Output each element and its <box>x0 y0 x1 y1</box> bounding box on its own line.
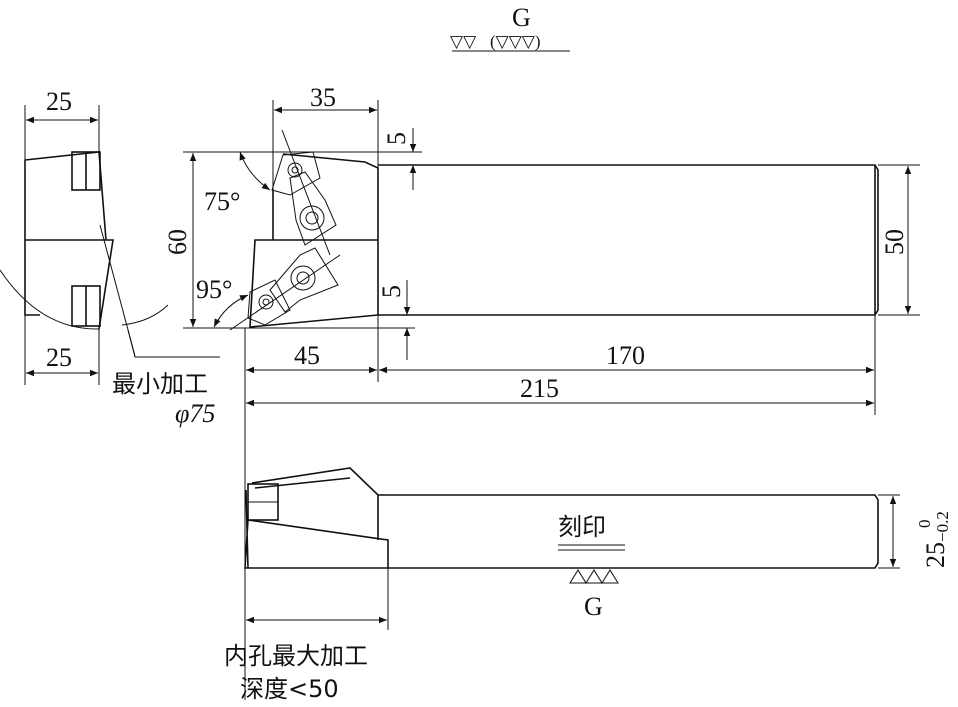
dim-5-bottom: 5 <box>377 285 406 298</box>
dim-45: 45 <box>294 341 320 370</box>
note-max-depth: 内孔最大加工 <box>224 642 368 670</box>
angle-95: 95° <box>196 275 232 304</box>
dim-35: 35 <box>310 83 336 112</box>
tolerance-lower: −0.2 <box>933 511 952 542</box>
dim-25-thickness: 25 <box>921 542 950 568</box>
tolerance-upper: 0 <box>915 520 934 529</box>
dim-60: 60 <box>163 229 192 255</box>
engraving-label: 刻印 <box>558 513 606 541</box>
dim-215: 215 <box>520 374 559 403</box>
surface-finish-symbol: G ▽▽ (▽▽▽) <box>450 3 570 52</box>
dim-side-bottom: 25 <box>46 343 72 372</box>
dim-50: 50 <box>880 229 909 255</box>
surface-label: G <box>512 3 531 32</box>
top-view: 60 35 5 5 75° 95° 45 170 215 50 <box>163 83 920 700</box>
dim-side-top: 25 <box>46 87 72 116</box>
insert-upper <box>271 129 337 256</box>
surface-label-front: G <box>584 592 603 621</box>
surface-marks-front <box>569 569 619 584</box>
front-view: 内孔最大加工 深度<50 刻印 G 25 0 −0.2 <box>224 467 952 703</box>
note-depth-limit: 深度<50 <box>240 675 339 703</box>
note-phi75: φ75 <box>175 399 215 428</box>
note-min-diameter: 最小加工 <box>112 370 208 398</box>
side-view: 25 25 最小加工 φ75 <box>0 87 220 428</box>
dim-5-top: 5 <box>382 132 411 145</box>
dim-170: 170 <box>606 341 645 370</box>
surface-marks: ▽▽ <box>450 32 477 51</box>
surface-marks-paren: (▽▽▽) <box>490 32 541 51</box>
insert-lower <box>229 247 341 331</box>
angle-75: 75° <box>204 187 240 216</box>
